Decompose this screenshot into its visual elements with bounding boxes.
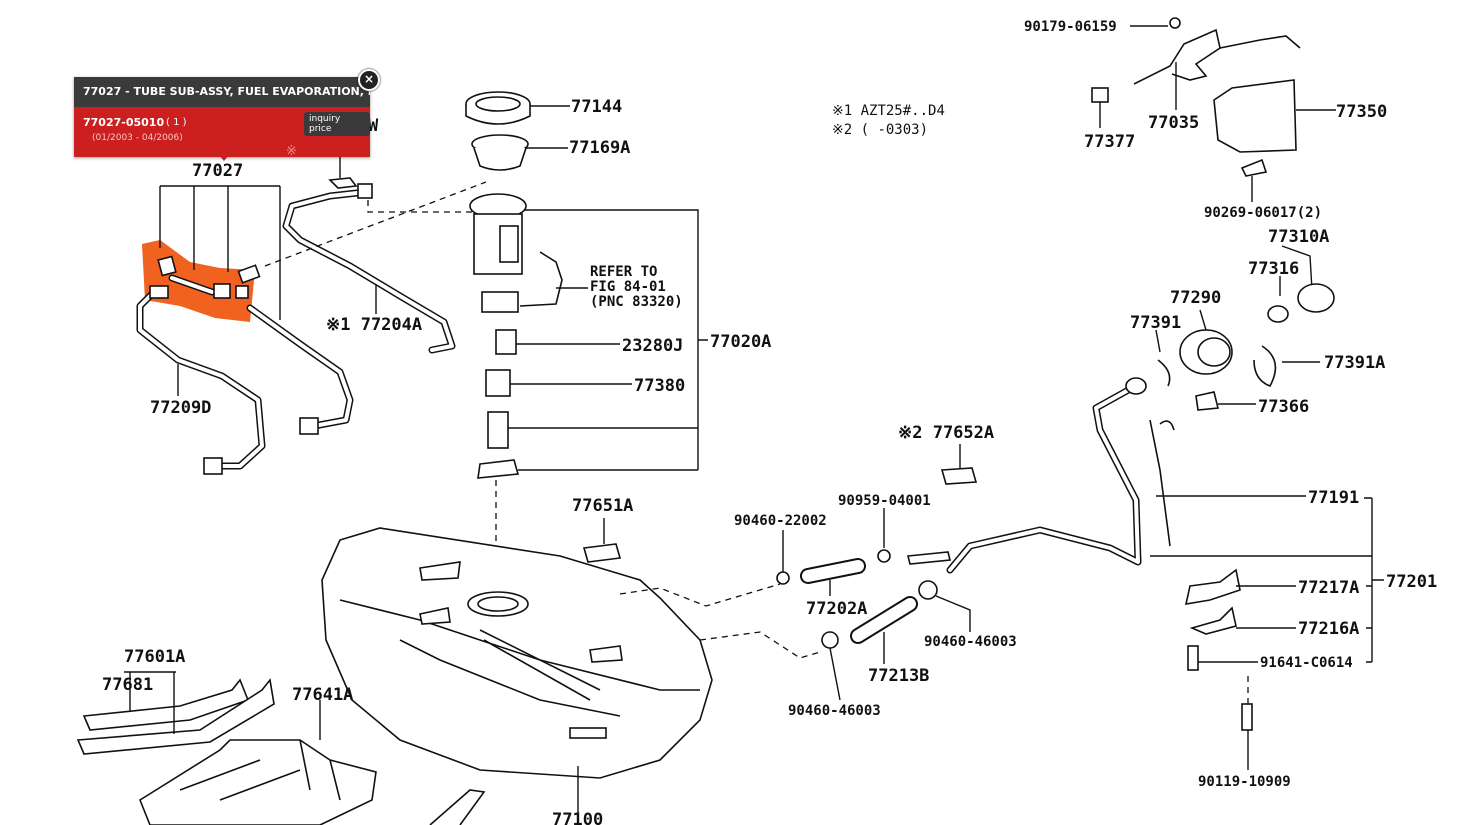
label-77204A[interactable]: ※1 77204A	[326, 315, 422, 335]
label-90460-46003-left[interactable]: 90460-46003	[788, 703, 881, 719]
label-77290[interactable]: 77290	[1170, 288, 1221, 308]
note-2: ※2 ( -0303)	[832, 122, 928, 138]
label-90269-06017[interactable]: 90269-06017(2)	[1204, 205, 1322, 221]
label-77201[interactable]: 77201	[1386, 572, 1437, 592]
label-W: W	[368, 116, 379, 136]
label-90179-06159[interactable]: 90179-06159	[1024, 19, 1117, 35]
popup-date-range: (01/2003 - 04/2006)	[92, 133, 183, 143]
label-90959-04001[interactable]: 90959-04001	[838, 493, 931, 509]
label-77100[interactable]: 77100	[552, 810, 603, 825]
close-icon[interactable]: ×	[358, 69, 380, 91]
label-77202A[interactable]: 77202A	[806, 599, 867, 619]
popup-title: 77027 - TUBE SUB-ASSY, FUEL EVAPORATION,…	[74, 77, 370, 107]
label-77391A[interactable]: 77391A	[1324, 353, 1385, 373]
label-77027[interactable]: 77027	[192, 161, 243, 181]
label-77035[interactable]: 77035	[1148, 113, 1199, 133]
label-77651A[interactable]: 77651A	[572, 496, 633, 516]
label-77377[interactable]: 77377	[1084, 132, 1135, 152]
label-77391[interactable]: 77391	[1130, 313, 1181, 333]
inquiry-price-button[interactable]: inquiry price	[304, 112, 370, 136]
highlight-77027[interactable]	[142, 240, 255, 322]
popup-part-number[interactable]: 77027-05010	[83, 116, 165, 129]
label-77641A[interactable]: 77641A	[292, 685, 353, 705]
label-77191[interactable]: 77191	[1308, 488, 1359, 508]
popup-quantity: ( 1 )	[166, 117, 187, 128]
label-77169A[interactable]: 77169A	[569, 138, 630, 158]
refer-line-2: FIG 84-01	[590, 279, 666, 295]
label-77601A[interactable]: 77601A	[124, 647, 185, 667]
label-77652A[interactable]: ※2 77652A	[898, 423, 994, 443]
label-91641-C0614[interactable]: 91641-C0614	[1260, 655, 1353, 671]
label-90460-46003-right[interactable]: 90460-46003	[924, 634, 1017, 650]
note-1: ※1 AZT25#..D4	[832, 103, 945, 119]
label-77350[interactable]: 77350	[1336, 102, 1387, 122]
popup-pointer	[219, 155, 229, 161]
label-77380[interactable]: 77380	[634, 376, 685, 396]
label-77366[interactable]: 77366	[1258, 397, 1309, 417]
label-77310A[interactable]: 77310A	[1268, 227, 1329, 247]
label-77213B[interactable]: 77213B	[868, 666, 929, 686]
label-77144[interactable]: 77144	[571, 97, 622, 117]
part-popup: 77027 - TUBE SUB-ASSY, FUEL EVAPORATION,…	[74, 69, 380, 161]
popup-body: 77027-05010 ( 1 ) (01/2003 - 04/2006) ※ …	[74, 107, 370, 159]
label-77209D[interactable]: 77209D	[150, 398, 211, 418]
label-23280J[interactable]: 23280J	[622, 336, 683, 356]
note-mark-icon: ※	[286, 144, 297, 159]
label-77217A[interactable]: 77217A	[1298, 578, 1359, 598]
label-90119-10909[interactable]: 90119-10909	[1198, 774, 1291, 790]
refer-line-1: REFER TO	[590, 264, 657, 280]
hose-part[interactable]	[157, 255, 177, 277]
refer-line-3: (PNC 83320)	[590, 294, 683, 310]
label-77020A[interactable]: 77020A	[710, 332, 771, 352]
label-77316[interactable]: 77316	[1248, 259, 1299, 279]
label-90460-22002[interactable]: 90460-22002	[734, 513, 827, 529]
label-77681[interactable]: 77681	[102, 675, 153, 695]
label-77216A[interactable]: 77216A	[1298, 619, 1359, 639]
